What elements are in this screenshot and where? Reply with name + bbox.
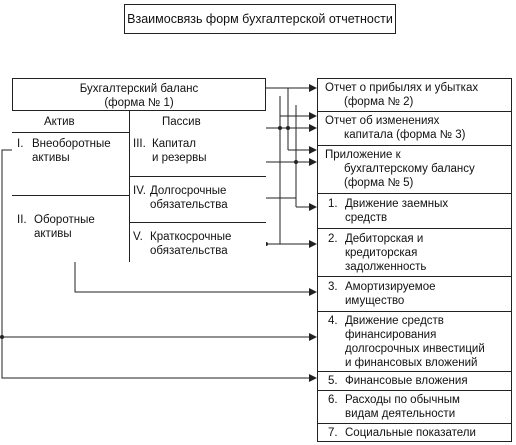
item-divider xyxy=(317,276,512,277)
item-divider xyxy=(317,311,512,312)
item1-line2: средств xyxy=(345,212,388,224)
item4-line3: долгосрочных инвестиций xyxy=(345,343,485,355)
form5-line3: (форма № 5) xyxy=(344,177,414,189)
balance-table xyxy=(12,110,266,262)
connector-assets-to-item4 xyxy=(1,149,309,338)
arrow-to-item3 xyxy=(309,288,317,296)
diagram-title-box: Взаимосвязь форм бухгалтерской отчетност… xyxy=(124,4,396,34)
liability-header: Пассив xyxy=(162,116,201,128)
form3-line1: Отчет об изменениях xyxy=(325,115,440,127)
junction-dot xyxy=(278,126,282,130)
arrow-to-form2 xyxy=(309,84,317,92)
asset-row-rule xyxy=(12,195,130,196)
item6-num: 6. xyxy=(328,394,338,406)
liability-row-rule xyxy=(129,222,266,223)
report-divider xyxy=(317,111,512,112)
form2-line2: (форма № 2) xyxy=(344,96,414,108)
report-divider xyxy=(317,193,512,194)
liability-3-line2: и резервы xyxy=(152,152,207,164)
liability-5-line1: Краткосрочные xyxy=(150,231,232,243)
arrow-to-form5 xyxy=(309,158,317,166)
arrow-to-item5 xyxy=(309,374,317,382)
arrow-to-form3 xyxy=(309,124,317,132)
arrow-to-item4 xyxy=(309,333,317,341)
item2-line2: кредиторская xyxy=(345,247,418,259)
asset-1-line1: Внеоборотные xyxy=(32,138,111,150)
form2-line1: Отчет о прибылях и убытках xyxy=(325,82,479,94)
liability-3-num: III. xyxy=(133,138,146,150)
liability-4-num: IV. xyxy=(133,185,147,197)
asset-2-num: II. xyxy=(17,214,27,226)
item4-line2: финансирования xyxy=(345,329,437,341)
item5-num: 5. xyxy=(328,375,338,387)
liability-row-rule xyxy=(129,176,266,177)
item4-line1: Движение средств xyxy=(345,315,444,327)
item4-line4: и финансовых вложений xyxy=(345,357,478,369)
balance-title-line1: Бухгалтерский баланс xyxy=(79,83,199,95)
report-stack xyxy=(317,78,512,442)
form5-line2: бухгалтерскому балансу xyxy=(344,163,475,175)
form3-line2: капитала (форма № 3) xyxy=(344,129,466,141)
item2-line1: Дебиторская и xyxy=(345,233,424,245)
item-divider xyxy=(317,371,512,372)
item7-num: 7. xyxy=(328,427,338,439)
item1-line1: Движение заемных xyxy=(345,198,449,210)
connector-fixed-assets-to-item3 xyxy=(74,262,309,293)
asset-2-line1: Оборотные xyxy=(34,214,95,226)
asset-1-num: I. xyxy=(17,138,24,150)
item-divider xyxy=(317,228,512,229)
item1-num: 1. xyxy=(328,198,338,210)
item3-line2: имущество xyxy=(345,295,405,307)
item6-line1: Расходы по обычным xyxy=(345,394,460,406)
asset-2-line2: активы xyxy=(34,228,72,240)
arrow-to-item1 xyxy=(309,203,317,211)
liability-4-line2: обязательства xyxy=(150,199,228,211)
junction-dot xyxy=(0,335,4,339)
item-divider xyxy=(317,390,512,391)
form5-line1: Приложение к xyxy=(325,149,401,161)
item4-num: 4. xyxy=(328,315,338,327)
balance-title-line2: (форма № 1) xyxy=(104,97,174,109)
arrow-to-item2 xyxy=(309,240,317,248)
item5-line1: Финансовые вложения xyxy=(345,375,468,387)
diagram-title: Взаимосвязь форм бухгалтерской отчетност… xyxy=(127,12,393,26)
connector-assets-to-item5 xyxy=(1,337,309,379)
liability-5-num: V. xyxy=(133,231,143,243)
asset-header: Актив xyxy=(44,116,75,128)
liability-5-line2: обязательства xyxy=(150,245,228,257)
report-divider xyxy=(317,145,512,146)
arrow-to-form5-b xyxy=(309,146,317,154)
liability-4-line1: Долгосрочные xyxy=(150,185,227,197)
item7-line1: Социальные показатели xyxy=(345,427,476,439)
item3-line1: Амортизируемое xyxy=(345,281,436,293)
arrow-to-form3-b xyxy=(309,112,317,120)
asset-header-rule xyxy=(12,132,130,133)
balance-column-divider xyxy=(129,110,130,262)
item6-line2: видам деятельности xyxy=(345,408,456,420)
junction-dot xyxy=(294,160,298,164)
liability-3-line1: Капитал xyxy=(152,138,196,150)
item2-line3: задолженность xyxy=(345,261,427,273)
item-divider xyxy=(317,423,512,424)
item3-num: 3. xyxy=(328,281,338,293)
junction-dot xyxy=(286,126,290,130)
item2-num: 2. xyxy=(328,233,338,245)
asset-1-line2: активы xyxy=(32,152,70,164)
